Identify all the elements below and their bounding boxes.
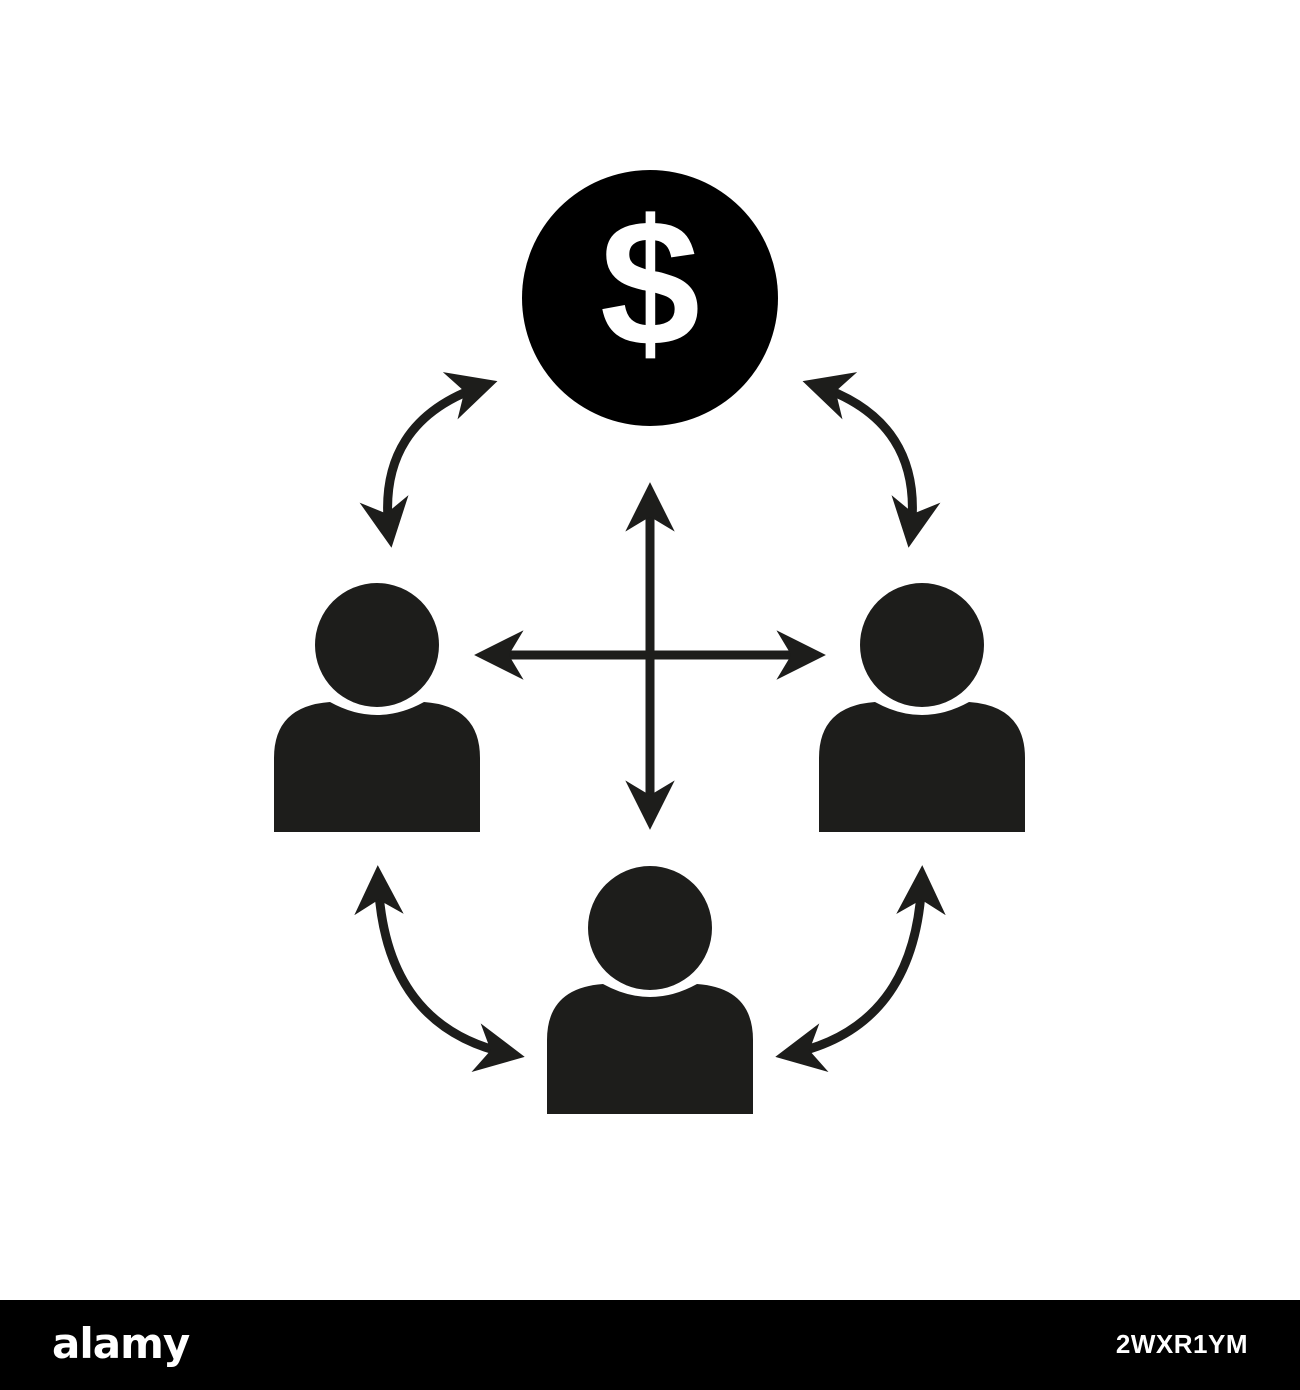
person-icon xyxy=(274,583,480,832)
person-icon xyxy=(819,583,1025,832)
curved-arrow-bottom-right xyxy=(775,865,946,1072)
curved-arrow-top-left xyxy=(359,372,498,548)
person-head xyxy=(315,583,439,707)
person-body xyxy=(274,702,480,832)
image-id-label: 2WXR1YM xyxy=(1115,1329,1248,1359)
diagram-canvas: $ xyxy=(274,170,1025,1114)
curved-arrow-top-right xyxy=(802,372,941,548)
coin-circle xyxy=(522,170,778,426)
money-distribution-diagram: $ xyxy=(274,170,1025,1114)
person-body xyxy=(819,702,1025,832)
dollar-symbol: $ xyxy=(600,183,700,384)
cycle-arrows-icon xyxy=(354,372,946,1072)
person-body xyxy=(547,984,753,1114)
curved-arrow-bottom-left xyxy=(354,865,525,1072)
dollar-coin-icon: $ xyxy=(522,170,778,426)
person-icon xyxy=(547,866,753,1114)
watermark-bar: alamy 2WXR1YM xyxy=(0,1300,1300,1390)
cross-arrows-icon xyxy=(474,482,826,830)
person-head xyxy=(860,583,984,707)
brand-logo: alamy xyxy=(52,1319,190,1368)
person-head xyxy=(588,866,712,990)
